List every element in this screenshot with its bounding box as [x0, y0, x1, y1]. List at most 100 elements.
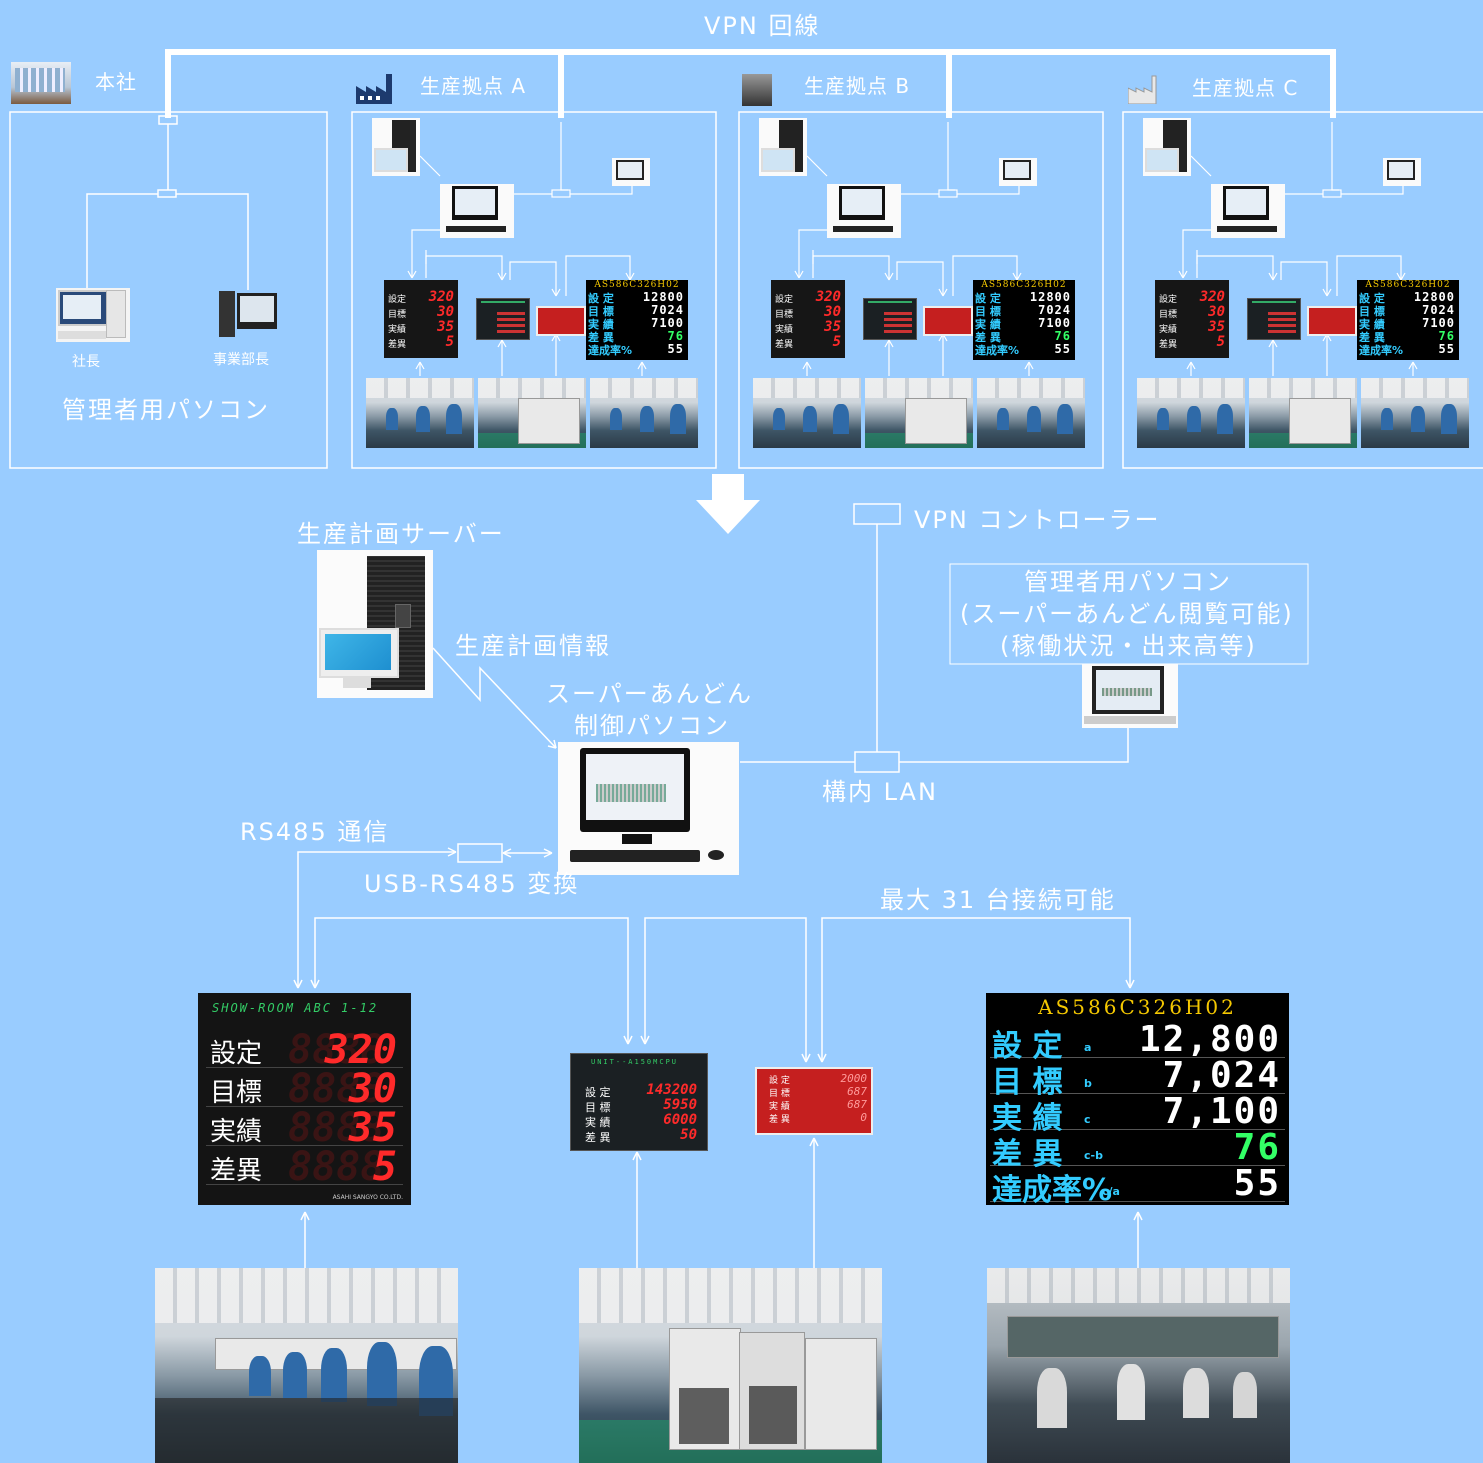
- site-admin-laptop-icon: [1383, 158, 1421, 186]
- admin-pc-title: 管理者用パソコン: [1024, 568, 1232, 596]
- display3-value: 0: [860, 1111, 867, 1124]
- site-panel-value: 30: [1208, 304, 1225, 320]
- site-b-title: 生産拠点 B: [804, 74, 911, 98]
- site-panel-value: 30: [437, 304, 454, 320]
- site-panel4-label: 差 異: [1359, 331, 1385, 344]
- site-panel4-label: 実 績: [1359, 318, 1385, 331]
- site-panel4-value: 76: [667, 329, 684, 343]
- factory-icon: [356, 74, 394, 104]
- site-panel4-header: AS586C326H02: [594, 280, 680, 290]
- display4-sub: c-b: [1084, 1149, 1103, 1162]
- site-factory-photo: [590, 378, 698, 448]
- display2-label: 目 標: [585, 1101, 611, 1114]
- office-building-icon: [11, 62, 71, 104]
- site-panel4-value: 7100: [651, 316, 684, 330]
- site-andon-panel-3: [1307, 306, 1357, 336]
- site-panel-label: 差異: [388, 340, 407, 350]
- display1-label: 実績: [210, 1117, 263, 1147]
- president-pc-icon: [56, 288, 130, 342]
- site-panel4-value: 7100: [1422, 316, 1455, 330]
- site-panel4-value: 12800: [1029, 290, 1071, 304]
- site-control-pc-icon: [827, 184, 901, 238]
- site-panel-label: 目標: [775, 310, 794, 320]
- display1-divider: [206, 1184, 403, 1185]
- server-title: 生産計画サーバー: [297, 520, 505, 548]
- site-panel-value: 320: [815, 289, 841, 305]
- site-panel4-value: 7024: [1422, 303, 1455, 317]
- site-panel-label: 差異: [775, 340, 794, 350]
- max-connect-label: 最大 31 台接続可能: [880, 886, 1116, 914]
- site-panel-value: 35: [1208, 319, 1225, 335]
- display4-sub: c: [1084, 1113, 1091, 1126]
- site-factory-photo: [1361, 378, 1469, 448]
- site-panel4-label: 差 異: [588, 331, 614, 344]
- site-andon-panel-3: [536, 306, 586, 336]
- site-andon-panel-2: [476, 298, 530, 340]
- display4-value: 7,024: [1162, 1055, 1281, 1096]
- site-panel-label: 差異: [1159, 340, 1178, 350]
- production-plan-server-icon: [317, 550, 433, 698]
- site-andon-panel-2: [1247, 298, 1301, 340]
- site-factory-photo: [478, 378, 586, 448]
- site-panel-label: 実績: [388, 325, 407, 335]
- lan-label: 構内 LAN: [822, 778, 938, 806]
- rs485-label: RS485 通信: [240, 818, 390, 846]
- factory-outline-icon: [1127, 72, 1160, 105]
- vpn-line-label: VPN 回線: [704, 12, 821, 40]
- site-panel-value: 5: [832, 334, 841, 350]
- display2-label: 設 定: [585, 1086, 611, 1099]
- display1-value: 35: [348, 1105, 397, 1151]
- display3-value: 2000: [840, 1072, 868, 1085]
- site-factory-photo: [1249, 378, 1357, 448]
- control-pc-label-2: 制御パソコン: [574, 712, 730, 740]
- site-panel4-value: 76: [1054, 329, 1071, 343]
- site-factory-photo: [753, 378, 861, 448]
- display1-value: 5: [372, 1144, 397, 1190]
- display4-label: 差 異: [992, 1137, 1063, 1172]
- down-arrow-icon: [696, 474, 760, 534]
- site-panel4-label: 達成率%: [975, 344, 1020, 357]
- site-panel4-header: AS586C326H02: [981, 280, 1067, 290]
- site-c-title: 生産拠点 C: [1192, 76, 1299, 100]
- division-head-label: 事業部長: [213, 352, 269, 368]
- site-factory-photo: [865, 378, 973, 448]
- display4-value: 12,800: [1138, 1019, 1281, 1060]
- site-panel-label: 目標: [1159, 310, 1178, 320]
- site-panel-value: 5: [445, 334, 454, 350]
- site-panel4-value: 76: [1438, 329, 1455, 343]
- display1-label: 目標: [210, 1078, 263, 1108]
- site-admin-laptop-icon: [999, 158, 1037, 186]
- display1-value: 320: [324, 1027, 397, 1073]
- display2-label: 実 績: [585, 1116, 611, 1129]
- site-panel4-value: 7100: [1038, 316, 1071, 330]
- admin-pc-line2-text: スーパーあんどん閲覧可能: [971, 600, 1283, 628]
- admin-laptop-icon: [1082, 664, 1178, 728]
- site-server-icon: [759, 118, 807, 176]
- site-andon-panel-2: [863, 298, 917, 340]
- site-control-pc-icon: [440, 184, 514, 238]
- site-panel-value: 320: [428, 289, 454, 305]
- site-panel4-label: 達成率%: [1359, 344, 1404, 357]
- display1-label: 差異: [210, 1156, 263, 1186]
- site-panel4-label: 目 標: [975, 305, 1001, 318]
- display4-label: 設 定: [992, 1029, 1063, 1064]
- president-label: 社長: [72, 354, 100, 370]
- site-control-pc-icon: [1211, 184, 1285, 238]
- display2-value: 5950: [663, 1097, 697, 1113]
- display4-sub: b: [1084, 1077, 1092, 1090]
- site-panel4-label: 目 標: [588, 305, 614, 318]
